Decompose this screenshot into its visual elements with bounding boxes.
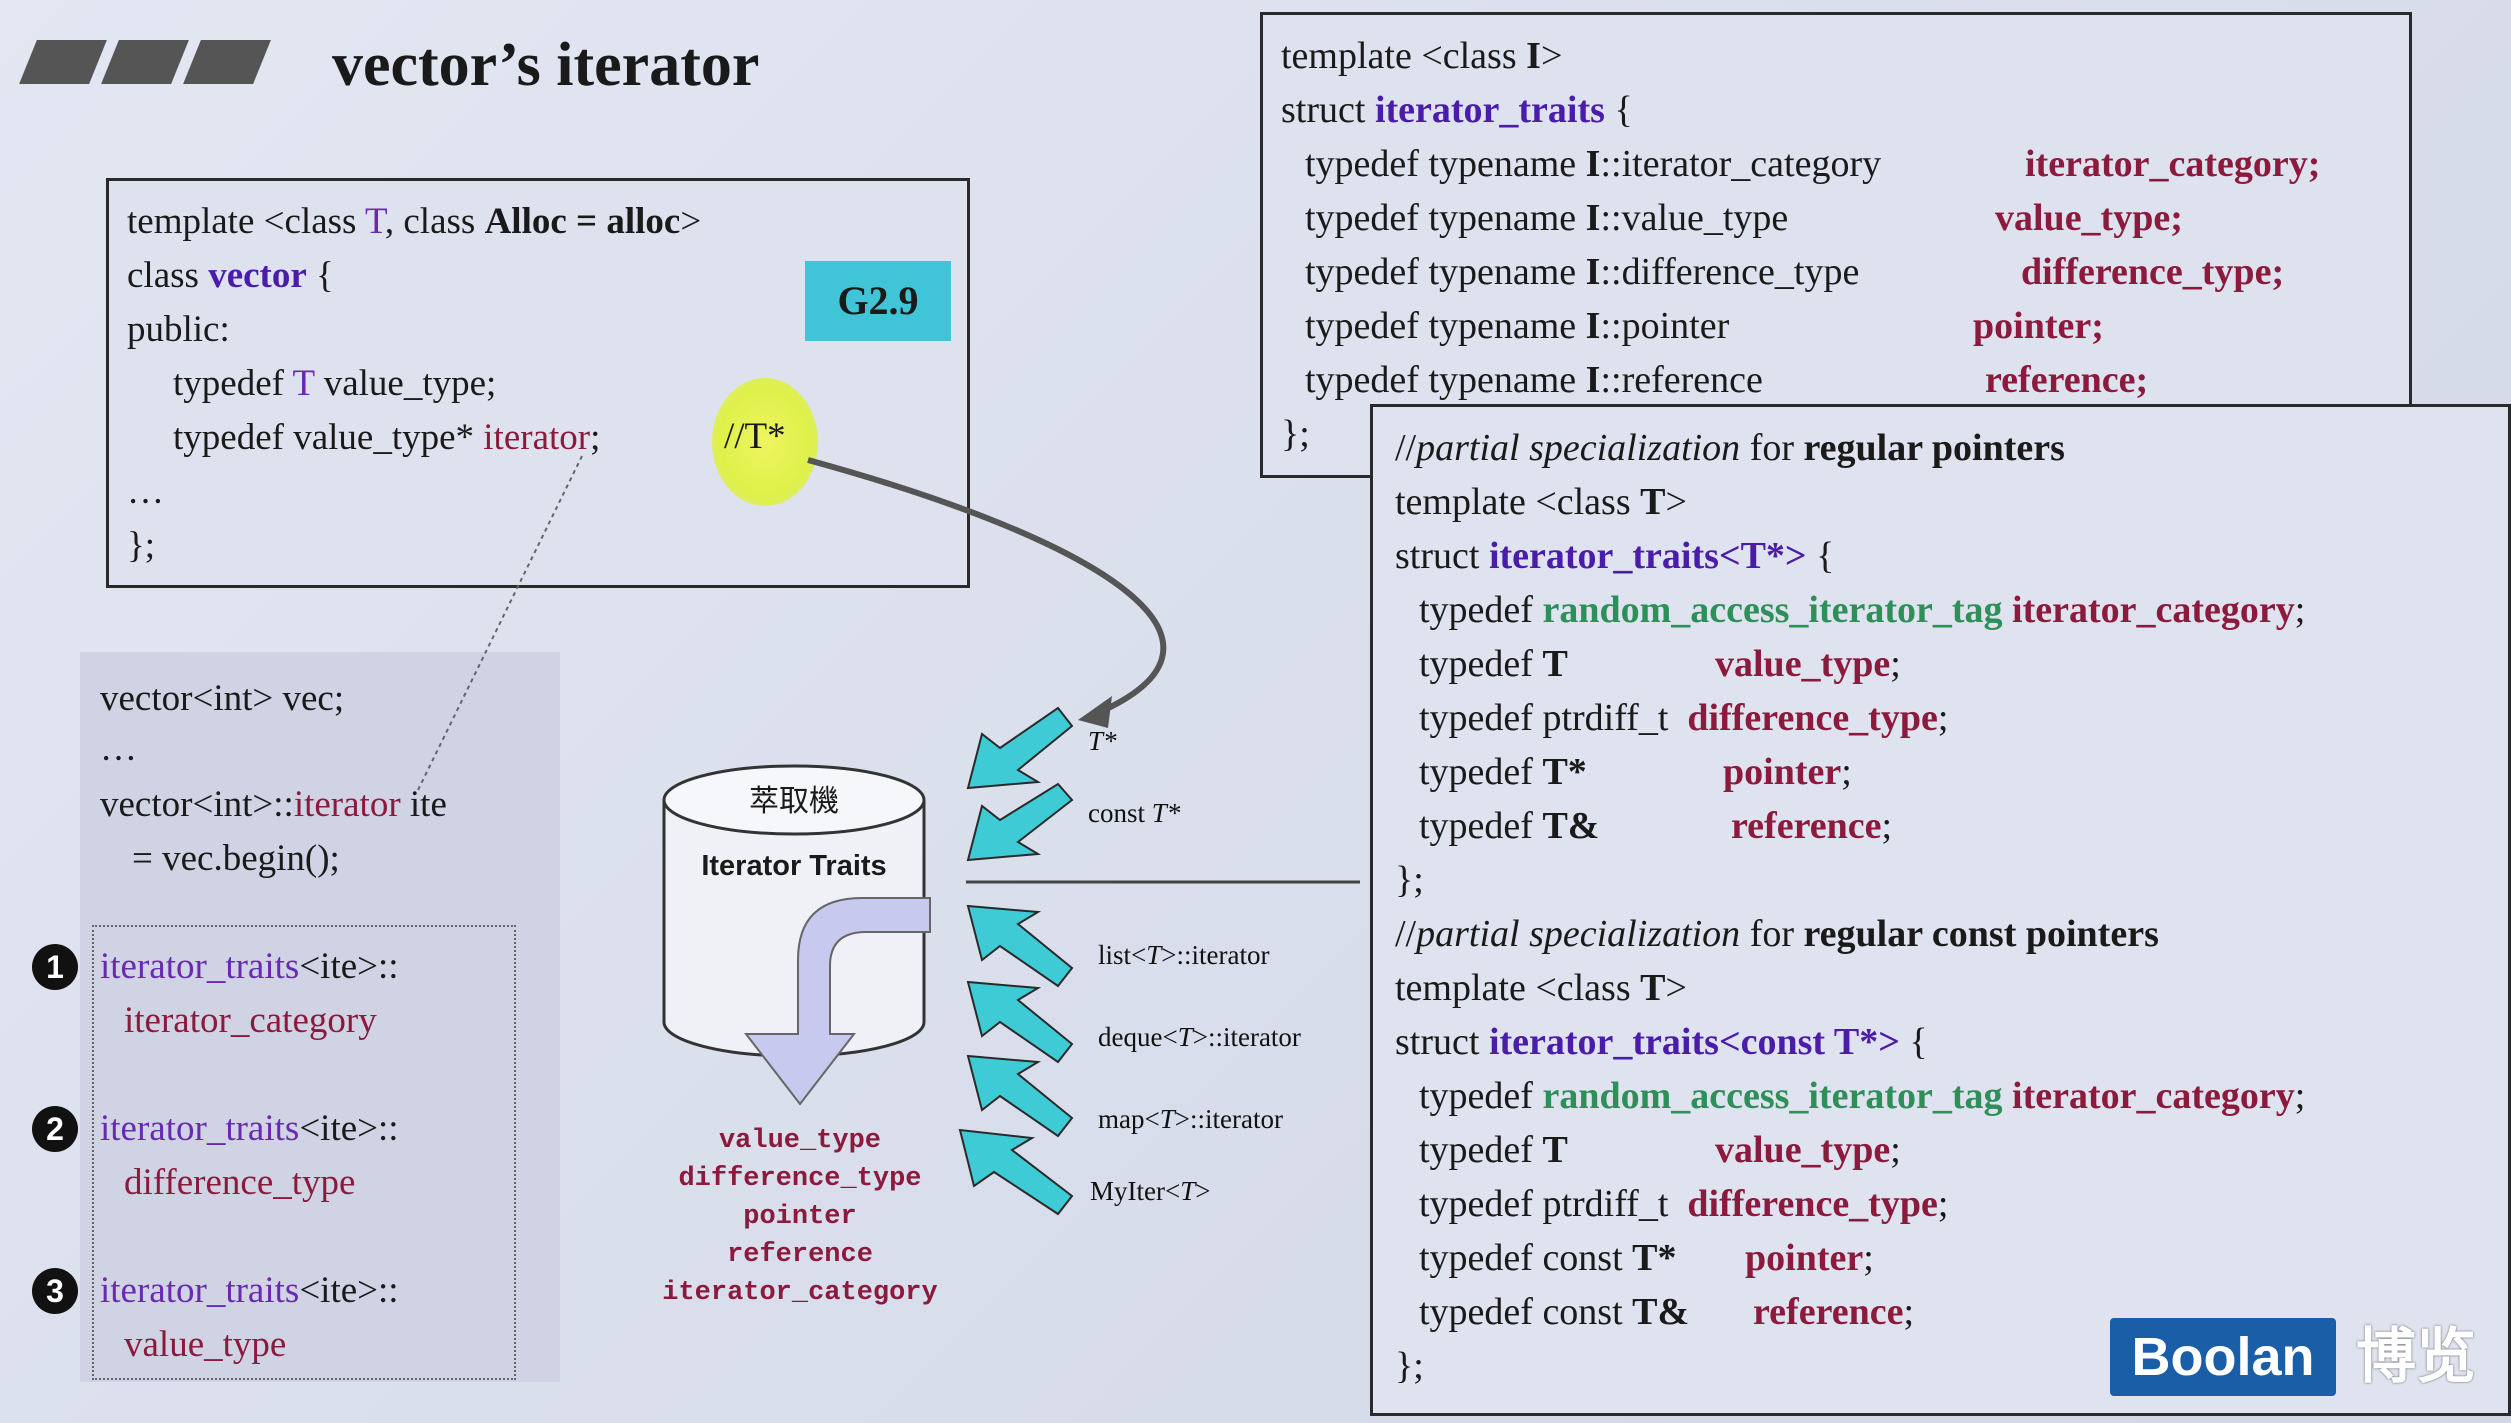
code-line: … (127, 471, 164, 512)
output-iterator-category: iterator_category (662, 1278, 938, 1308)
input-label-const-tptr: const T* (1088, 798, 1181, 828)
code-line: vector<int> vec; (100, 678, 345, 719)
code-line: typedef random_access_iterator_tag itera… (1419, 1075, 2306, 1117)
input-label-myiter: MyIter<T> (1090, 1176, 1211, 1206)
step-2-badge: 2 (32, 1106, 78, 1152)
code-line: class vector { (127, 255, 334, 296)
code-line: typedef T&reference; (1419, 805, 1893, 847)
input-label-tptr: T* (1088, 726, 1117, 756)
input-arrow-2 (966, 782, 1074, 862)
code-line: }; (1395, 1345, 1424, 1387)
code-line: = vec.begin(); (132, 838, 340, 879)
code-line: }; (1395, 859, 1424, 901)
code-line: typedef T*pointer; (1419, 751, 1852, 793)
input-arrow-3 (966, 904, 1074, 988)
output-list: value_type difference_type pointer refer… (620, 1122, 980, 1312)
traits-query-box (92, 925, 516, 1380)
input-arrow-4 (966, 980, 1074, 1064)
input-arrow-5 (966, 1054, 1074, 1138)
version-badge: G2.9 (805, 261, 951, 341)
extractor-label: 萃取機 (749, 784, 839, 819)
output-pointer: pointer (743, 1202, 857, 1232)
code-line: template <class I> (1281, 35, 1563, 77)
cylinder-icon (662, 764, 926, 1058)
input-label-map: map<T>::iterator (1098, 1104, 1283, 1134)
code-line: typedef ptrdiff_t difference_type; (1419, 1183, 1949, 1225)
code-line: template <class T> (1395, 967, 1687, 1009)
code-line: struct iterator_traits<T*> { (1395, 535, 1835, 577)
query-3: iterator_traits<ite>:: value_type (100, 1270, 399, 1365)
code-line: typedef ptrdiff_t difference_type; (1419, 697, 1949, 739)
curved-arrow (807, 457, 1167, 715)
input-label-deque: deque<T>::iterator (1098, 1022, 1301, 1052)
code-line: typedef const T*pointer; (1419, 1237, 1874, 1279)
code-line: typedef T value_type; (173, 363, 497, 404)
code-line: template <class T> (1395, 481, 1687, 523)
code-line: struct iterator_traits { (1281, 89, 1633, 131)
down-arrow-icon (743, 897, 931, 1106)
query-1: iterator_traits<ite>:: iterator_category (100, 946, 399, 1041)
code-line: … (100, 728, 137, 769)
code-line: struct iterator_traits<const T*> { (1395, 1021, 1928, 1063)
code-line: }; (1281, 413, 1310, 455)
curved-arrow-head (1078, 696, 1112, 728)
code-line: template <class T, class Alloc = alloc> (127, 201, 702, 242)
input-arrow-6 (958, 1128, 1074, 1216)
partial-specialization-box: //partial specialization for regular poi… (1370, 404, 2511, 1416)
generic-traits-box: template <class I> struct iterator_trait… (1260, 12, 2412, 478)
code-line: typedef const T&reference; (1419, 1291, 1915, 1333)
code-line: }; (127, 525, 156, 566)
input-arrow-1 (966, 706, 1074, 790)
t-pointer-comment: //T* (724, 416, 786, 457)
code-line: typedef value_type* iterator; (173, 417, 601, 458)
code-line: //partial specialization for regular poi… (1395, 427, 2065, 469)
code-line: vector<int>::iterator ite (100, 784, 447, 825)
slide-title: vector’s iterator (332, 31, 760, 99)
step-1-badge: 1 (32, 944, 78, 990)
dashed-connector (417, 455, 583, 791)
vector-code-box: template <class T, class Alloc = alloc> … (106, 178, 970, 588)
code-line: public: (127, 309, 230, 350)
highlight-circle (712, 378, 818, 506)
code-line: //partial specialization for regular con… (1395, 913, 2159, 955)
boolan-logo-cn: 博览 (2356, 1322, 2476, 1392)
query-2: iterator_traits<ite>:: difference_type (100, 1108, 399, 1203)
output-value-type: value_type (718, 1126, 882, 1156)
code-line: typedef random_access_iterator_tag itera… (1419, 589, 2306, 631)
output-reference: reference (727, 1240, 873, 1270)
usage-panel: vector<int> vec; … vector<int>::iterator… (80, 652, 560, 1382)
output-difference-type: difference_type (678, 1164, 922, 1194)
input-label-list: list<T>::iterator (1098, 940, 1270, 970)
step-3-badge: 3 (32, 1268, 78, 1314)
boolan-logo: Boolan (2110, 1318, 2336, 1396)
iterator-traits-label: Iterator Traits (701, 850, 887, 882)
